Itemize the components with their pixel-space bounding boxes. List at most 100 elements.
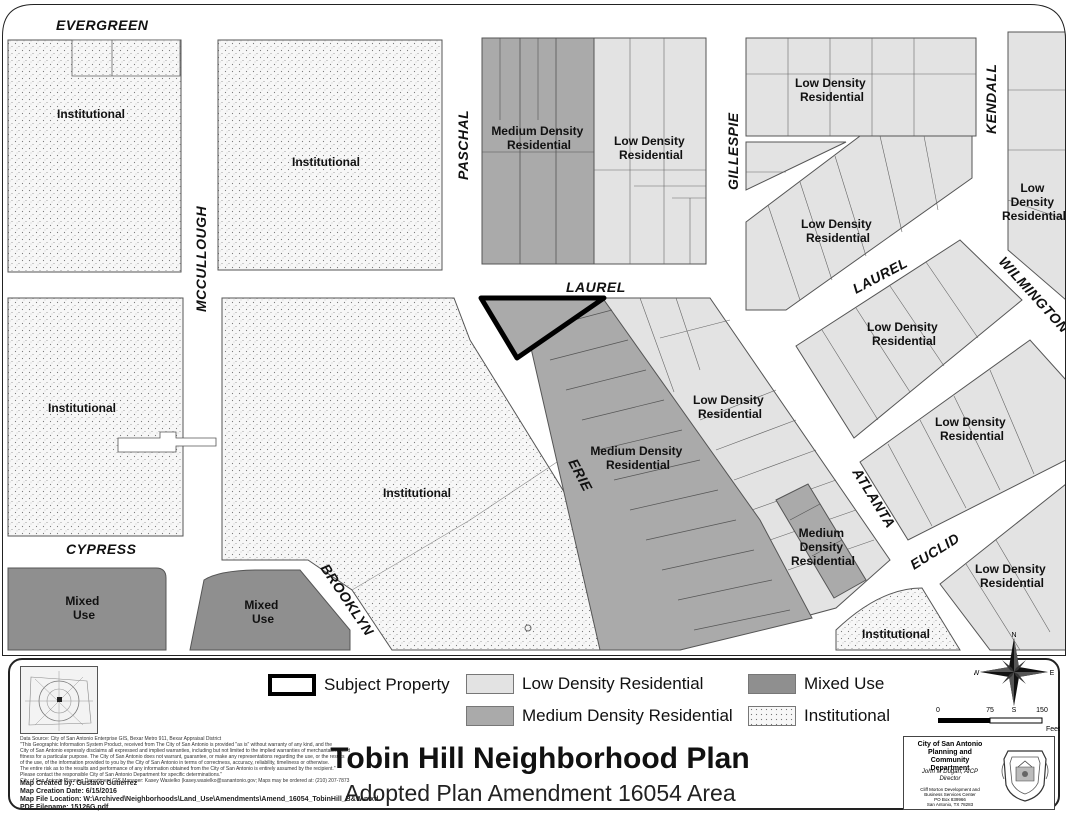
director-name: John M Dugan, AICP xyxy=(921,769,979,775)
legend-swatch-medium-density xyxy=(466,706,514,726)
legend-swatch-subject xyxy=(268,674,316,696)
compass-n: N xyxy=(1011,632,1016,639)
zone-label-line: Mixed xyxy=(65,594,99,608)
source-line: Data Source: City of San Antonio Enterpr… xyxy=(20,736,222,742)
legend-swatch-low-density xyxy=(466,674,514,694)
compass-w: W xyxy=(974,670,980,677)
zone-label-line: Low Density xyxy=(693,393,764,407)
zone-label-low-density: Low Density Residential xyxy=(801,217,875,245)
zone-label-line: Mixed xyxy=(244,598,278,612)
scale-unit: Feet xyxy=(1046,726,1060,733)
address-line: Cliff Morton Development and xyxy=(920,787,980,792)
parcel-low-density[interactable] xyxy=(795,239,1023,439)
zone-label-low-density: Low Density Residential xyxy=(935,415,1009,443)
zone-label-medium-density: Medium Density Residential xyxy=(491,124,586,152)
zone-label-line: Density xyxy=(1011,195,1055,209)
zone-label: Institutional xyxy=(48,401,116,415)
legend-swatch-institutional xyxy=(748,706,796,726)
street-label-paschal: PASCHAL xyxy=(455,110,471,180)
scale-label: 75 xyxy=(986,707,994,714)
zone-label-line: Residential xyxy=(806,231,870,245)
map-area[interactable]: EVERGREEN MCCULLOUGH PASCHAL GILLESPIE K… xyxy=(0,0,1068,660)
compass-s: S xyxy=(1012,707,1017,712)
zone-label-mixed-use: Mixed Use xyxy=(244,598,281,626)
scale-label: 0 xyxy=(936,707,940,714)
zone-label-line: Density xyxy=(800,540,844,554)
scale-label: 150 xyxy=(1036,707,1048,714)
zone-label-line: Low Density xyxy=(795,76,866,90)
parcel-institutional[interactable] xyxy=(71,39,181,77)
parcel-low-density[interactable] xyxy=(745,135,973,311)
source-line: of the use, of the information provided … xyxy=(20,760,330,766)
map-footer: Data Source: City of San Antonio Enterpr… xyxy=(8,632,1060,812)
zone-label-line: Use xyxy=(252,612,274,626)
map-credits: Map Created by: Gustavo Gutierrez Map Cr… xyxy=(20,780,378,812)
parcel-low-density[interactable] xyxy=(1007,31,1066,302)
parcel-low-density[interactable] xyxy=(939,482,1066,651)
credit-creation-date: Map Creation Date: 6/15/2016 xyxy=(20,788,117,795)
city-dept-line: Planning and Community xyxy=(928,749,972,764)
street-label-gillespie: GILLESPIE xyxy=(725,112,741,190)
street-label-kendall: KENDALL xyxy=(983,64,999,134)
legend-item-medium-density: Medium Density Residential xyxy=(466,706,733,726)
parcel-institutional[interactable] xyxy=(835,587,961,651)
legend-item-mixed-use: Mixed Use xyxy=(748,674,884,694)
parcel-low-density[interactable] xyxy=(593,37,707,265)
zone-label-medium-density: Medium Density Residential xyxy=(791,526,855,568)
zone-label-line: Use xyxy=(73,608,95,622)
parcel-institutional[interactable] xyxy=(221,297,663,651)
legend-item-subject: Subject Property xyxy=(268,674,450,696)
parcel-mixed-use[interactable] xyxy=(7,567,167,651)
parcel-medium-density[interactable] xyxy=(775,483,867,599)
zone-label-low-density: Low Density Residential xyxy=(975,562,1049,590)
parcel-low-density[interactable] xyxy=(859,339,1066,541)
zone-label-low-density: Low Density Residential xyxy=(795,76,869,104)
map-title: Tobin Hill Neighborhood Plan xyxy=(330,742,750,775)
parcel-institutional[interactable] xyxy=(217,39,443,271)
zone-label-line: Residential xyxy=(872,334,936,348)
zone-label-line: Low Density xyxy=(867,320,938,334)
street-label-mccullough: MCCULLOUGH xyxy=(193,206,209,312)
city-dept-line: Department xyxy=(930,765,970,772)
zone-label-line: Residential xyxy=(507,138,571,152)
address-line: San Antonio, TX 78283 xyxy=(926,802,974,807)
parcel-institutional[interactable] xyxy=(7,39,182,273)
source-line: "This Geographic Information System Prod… xyxy=(20,742,333,748)
land-use-map: EVERGREEN MCCULLOUGH PASCHAL GILLESPIE K… xyxy=(2,4,1066,656)
city-dept-line: City of San Antonio xyxy=(917,741,983,748)
zone-label-line: Residential xyxy=(698,407,762,421)
zone-label-line: Medium Density xyxy=(491,124,583,138)
zone-label-line: Residential xyxy=(1002,209,1066,223)
legend-item-institutional: Institutional xyxy=(748,706,890,726)
subject-property-outline[interactable] xyxy=(478,295,607,361)
zone-label-low-density: Low Density Residential xyxy=(614,134,688,162)
source-line: City of San Antonio expressly disclaims … xyxy=(20,748,351,754)
zone-label-low-density: Low Density Residential xyxy=(693,393,767,421)
zone-label-line: Medium xyxy=(799,526,844,540)
city-credit-block: City of San Antonio Planning and Communi… xyxy=(903,736,1055,810)
parcel-low-density[interactable] xyxy=(745,37,977,137)
city-address: Cliff Morton Development and Business Se… xyxy=(908,787,992,807)
legend-label: Low Density Residential xyxy=(522,674,704,693)
zone-label-line: Residential xyxy=(800,90,864,104)
legend-swatch-mixed-use xyxy=(748,674,796,694)
director: John M Dugan, AICP Director xyxy=(908,769,992,783)
parcel-mixed-use[interactable] xyxy=(189,569,351,651)
zone-label-medium-density: Medium Density Residential xyxy=(590,444,685,472)
zone-label: Institutional xyxy=(57,107,125,121)
credit-pdf-filename: PDF Filename: 15126G.pdf xyxy=(20,804,109,811)
legend-label: Medium Density Residential xyxy=(522,706,733,725)
locator-map xyxy=(20,666,98,734)
parcel-institutional[interactable] xyxy=(7,297,184,537)
zone-label-line: Low Density xyxy=(614,134,685,148)
zone-label: Institutional xyxy=(292,155,360,169)
map-subtitle: Adopted Plan Amendment 16054 Area xyxy=(344,780,736,806)
locator-map-drawing xyxy=(21,667,97,733)
zone-label-mixed-use: Mixed Use xyxy=(65,594,102,622)
zone-label-line: Residential xyxy=(606,458,670,472)
legend-item-low-density: Low Density Residential xyxy=(466,674,703,694)
zone-label-line: Medium Density xyxy=(590,444,682,458)
source-line: fitness for a particular purpose. The Ci… xyxy=(20,754,345,760)
zone-label-low-density: Low Density Residential xyxy=(867,320,941,348)
zone-label-line: Residential xyxy=(980,576,1044,590)
